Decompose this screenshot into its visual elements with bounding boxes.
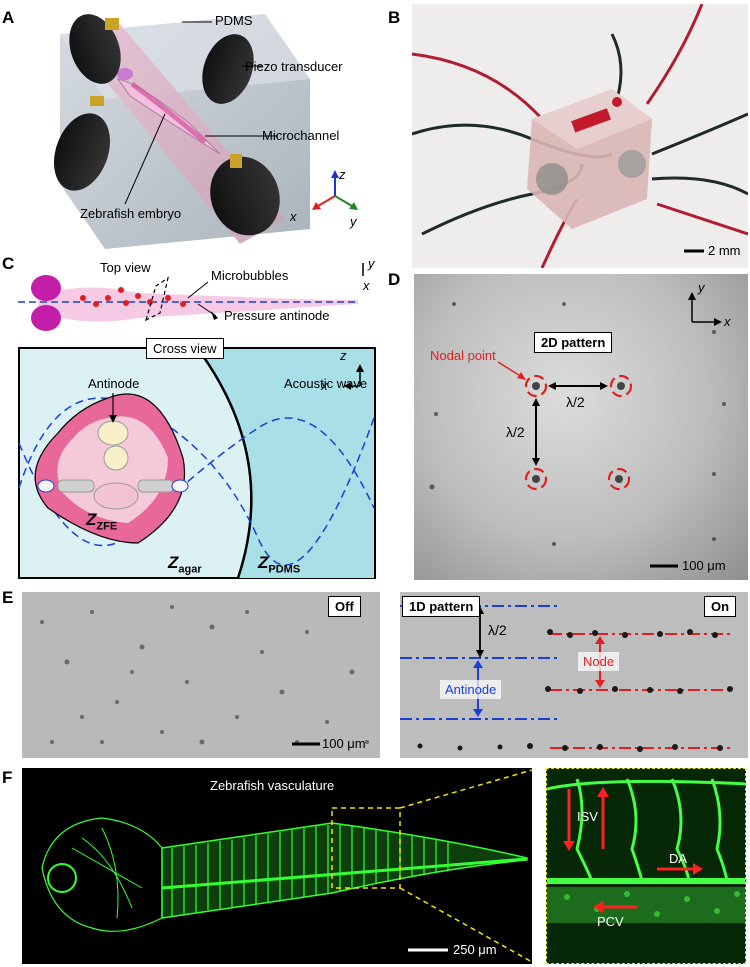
zebrafish-eye	[117, 68, 133, 80]
panel-f-scalebar-label: 250 μm	[453, 942, 497, 957]
panel-e-off-image: Off 100 μm	[22, 592, 380, 758]
z-zfe-label: ZZFE	[86, 510, 118, 533]
top-axis-y-label: y	[368, 258, 375, 271]
piezo-transducer-2	[202, 34, 254, 104]
panel-b-scalebar-label: 2 mm	[708, 243, 741, 258]
panel-label-b: B	[388, 8, 401, 27]
device-photo	[412, 4, 748, 268]
panel-f-vasculature-image: Zebrafish vasculature 250 μm	[22, 768, 532, 964]
intersegmental-vessels	[171, 825, 449, 916]
panel-e-scalebar-label: 100 μm	[322, 736, 366, 751]
panel-label-f: F	[2, 768, 13, 787]
head-vessels	[41, 817, 163, 932]
2d-pattern-tag: 2D pattern	[534, 332, 613, 353]
trunk-vessels	[161, 822, 528, 919]
panel-label-e: E	[2, 588, 14, 607]
isv-vessels	[547, 778, 745, 882]
top-view-eye-1	[31, 275, 61, 301]
cross-view-tag: Cross view	[146, 338, 224, 359]
piezo-transducer-1	[69, 14, 121, 84]
electrode-1	[105, 18, 119, 30]
d-axis-y-label: y	[698, 280, 705, 295]
acoustic-wave-label: Acoustic wave	[284, 376, 368, 391]
zoom-region-box	[331, 807, 401, 889]
panel-label-a: A	[2, 8, 15, 27]
2d-pattern-overlay	[429, 292, 726, 568]
nodal-points	[524, 374, 633, 491]
top-view-eye-2	[31, 305, 61, 331]
piezo-transducer-4	[210, 156, 280, 236]
pressure-antinode-label: Pressure antinode	[224, 308, 330, 323]
vasculature-drawing	[41, 769, 532, 963]
top-axis-x-label: x	[363, 278, 370, 293]
off-bubbles	[40, 605, 369, 746]
nodal-point-label: Nodal point	[430, 348, 496, 363]
z-pdms-label: ZPDMS	[258, 553, 301, 576]
piezo-label: Piezo transducer	[245, 59, 343, 74]
panel-f-zoom-inset: ISV DA PCV	[546, 768, 746, 964]
top-view-label: Top view	[100, 260, 151, 275]
aligned-bubbles	[417, 629, 733, 752]
panel-c-acoustic-schematic: Top view Microbubbles Pressure antinode …	[18, 258, 378, 580]
cross-axis-z-label: z	[340, 348, 347, 363]
device-schematic	[53, 14, 358, 249]
cross-axis-x-label: x	[321, 378, 328, 393]
axis-y-label: y	[350, 214, 357, 229]
da-label: DA	[669, 851, 688, 866]
panel-a-device-schematic: PDMS Piezo transducer Microchannel Zebra…	[20, 4, 400, 256]
lambda-vertical-label: λ/2	[506, 424, 525, 440]
on-pattern-overlay	[400, 605, 733, 752]
posterior-cardinal-vein	[547, 887, 745, 923]
off-tag: Off	[328, 596, 361, 617]
antinode-label-e: Antinode	[440, 680, 502, 699]
panel-label-d: D	[388, 270, 401, 289]
microbubbles-label: Microbubbles	[211, 268, 289, 283]
zebrafish-embryo-label: Zebrafish embryo	[80, 206, 182, 221]
axis-z-label: z	[339, 167, 346, 182]
cross-section-plane	[145, 276, 169, 322]
zoom-inset-drawing	[547, 778, 745, 923]
microchannel-label: Microchannel	[262, 128, 340, 143]
lambda-horizontal-label: λ/2	[566, 394, 585, 410]
acoustic-wave-2	[18, 397, 375, 566]
node-label: Node	[578, 652, 620, 671]
panel-label-c: C	[2, 254, 15, 273]
d-axis-x-label: x	[724, 314, 731, 329]
panel-e-on-image: 1D pattern On λ/2 Node Antinode	[400, 592, 748, 758]
panel-b-device-photo: 2 mm	[412, 4, 748, 268]
electrode-2	[230, 154, 242, 168]
pdms-label: PDMS	[215, 13, 253, 28]
acoustic-wave-1	[18, 417, 375, 547]
antinode-label: Antinode	[88, 376, 140, 391]
vasculature-title: Zebrafish vasculature	[210, 778, 335, 793]
1d-pattern-tag: 1D pattern	[402, 596, 481, 617]
pcv-label: PCV	[597, 914, 624, 929]
eye-vessels	[47, 863, 77, 893]
axis-x-label: x	[290, 209, 297, 224]
e-lambda-label: λ/2	[488, 622, 507, 638]
piezo-transducer-3	[53, 113, 111, 191]
microbubbles	[80, 287, 186, 307]
panel-d-scalebar-label: 100 μm	[682, 558, 726, 573]
electrode-3	[90, 96, 104, 106]
acoustic-schematic	[18, 263, 376, 579]
isv-label: ISV	[577, 809, 598, 824]
on-tag: On	[704, 596, 737, 617]
z-agar-label: Zagar	[168, 553, 202, 576]
panel-d-2d-pattern-image: 2D pattern Nodal point λ/2 λ/2 y x 100 μ…	[414, 274, 748, 580]
